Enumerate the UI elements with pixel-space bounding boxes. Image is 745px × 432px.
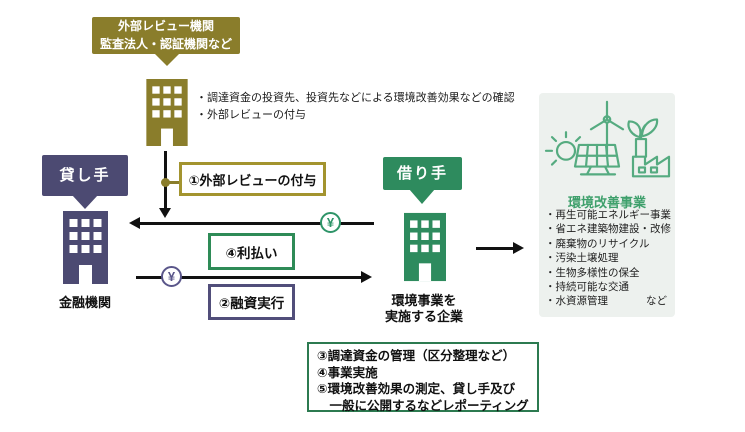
reviewer-building-icon	[146, 79, 188, 146]
review-connector-line	[168, 181, 180, 184]
interest-flow-label: ④利払い	[208, 233, 295, 270]
reviewer-bubble-line2: 監査法人・認証機関など	[99, 36, 232, 51]
factory-leaf-icon	[627, 118, 671, 178]
obligation-line4: 一般に公開するなどレポーティング	[317, 398, 529, 413]
list-item: ・水資源管理 など	[545, 294, 671, 308]
borrower-bubble-label: 借り手	[396, 164, 448, 182]
loan-flow-text: ②融資実行	[218, 296, 285, 311]
yen-glyph: ¥	[167, 269, 176, 284]
obligation-line1: ③調達資金の管理（区分整理など）	[317, 349, 516, 363]
lender-bubble-tail	[72, 195, 98, 209]
lender-bubble: 貸し手	[42, 155, 128, 196]
yen-icon-loan: ¥	[161, 266, 182, 287]
loan-flow-label: ②融資実行	[208, 284, 295, 320]
lender-building-icon	[63, 211, 108, 284]
borrower-name: 環境事業を 実施する企業	[374, 293, 474, 326]
lender-bubble-label: 貸し手	[59, 166, 111, 184]
eco-project-list: ・再生可能エネルギー事業 ・省エネ建築物建設・改修 ・廃棄物のリサイクル ・汚染…	[545, 208, 671, 309]
yen-icon-interest: ¥	[320, 212, 341, 233]
loan-arrowhead	[361, 271, 372, 283]
list-item: ・再生可能エネルギー事業	[545, 209, 671, 221]
list-item: ・省エネ建築物建設・改修	[545, 223, 671, 236]
reviewer-bubble: 外部レビュー機関 監査法人・認証機関など	[92, 17, 240, 54]
interest-flow-text: ④利払い	[225, 245, 278, 261]
eco-icons	[544, 100, 671, 178]
list-item-text: ・水資源管理	[545, 295, 608, 308]
lender-name: 金融機関	[58, 295, 111, 310]
list-item: ・生物多様性の保全	[545, 266, 640, 279]
project-arrow-line	[476, 247, 514, 250]
reviewer-bubble-tail	[154, 53, 180, 66]
list-item: ・廃棄物のリサイクル	[545, 237, 650, 250]
borrower-building-icon	[404, 212, 446, 282]
project-arrowhead	[513, 242, 524, 254]
interest-arrow-line	[137, 222, 374, 225]
borrower-bubble-tail	[409, 189, 435, 204]
list-item: ・持続可能な交通	[545, 281, 629, 294]
solar-panel-icon	[544, 131, 621, 176]
review-connector-dot	[161, 178, 170, 187]
list-item: ・汚染土壌処理	[545, 252, 619, 265]
review-flow-arrowhead	[159, 208, 171, 218]
borrower-bubble: 借り手	[383, 157, 462, 190]
eco-panel-title: 環境改善事業	[567, 195, 646, 210]
list-etc-text: など	[646, 295, 667, 308]
borrower-name-line2: 実施する企業	[384, 309, 463, 325]
review-flow-label: ①外部レビューの付与	[179, 162, 326, 196]
reviewer-bubble-line1: 外部レビュー機関	[117, 19, 214, 34]
interest-arrowhead	[129, 217, 140, 229]
reviewer-note-2: ・外部レビューの付与	[196, 109, 306, 121]
obligation-line2: ④事業実施	[317, 365, 378, 380]
review-flow-text: ①外部レビューの付与	[188, 172, 317, 188]
yen-glyph: ¥	[326, 215, 335, 230]
borrower-name-line1: 環境事業を	[391, 293, 457, 308]
loan-arrow-line	[136, 276, 363, 279]
obligations-box: ③調達資金の管理（区分整理など） ④事業実施 ⑤環境改善効果の測定、貸し手及び …	[307, 342, 539, 413]
obligation-line3: ⑤環境改善効果の測定、貸し手及び	[317, 382, 516, 396]
reviewer-note-1: ・調達資金の投資先、投資先などによる環境改善効果などの確認	[196, 92, 515, 104]
